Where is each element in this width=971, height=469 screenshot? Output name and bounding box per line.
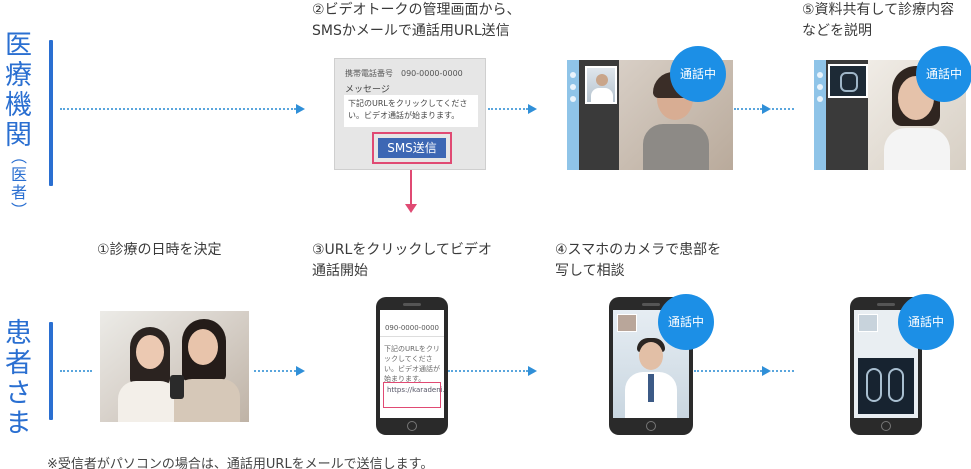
doctor-face <box>639 342 663 370</box>
smartphone-url-message: 090-0000-0000 下記のURLをクリックしてください。ビデオ通話が始ま… <box>376 297 448 435</box>
medical-side-bar <box>49 40 53 186</box>
top-arrow-2 <box>528 104 537 114</box>
step-5-line-1: ⑤資料共有して診療内容 <box>802 2 955 18</box>
in-call-badge-1: 通話中 <box>670 46 726 102</box>
top-arrow-3 <box>762 104 771 114</box>
top-connector-1 <box>60 108 296 110</box>
sms-button-highlight: SMS送信 <box>372 132 452 164</box>
in-call-badge-3: 通話中 <box>658 294 714 350</box>
top-connector-2 <box>488 108 528 110</box>
xray-ribs <box>840 72 858 92</box>
phone-3-speaker <box>877 303 895 306</box>
step-3-line-1: ③URLをクリックしてビデオ <box>312 242 492 258</box>
step-4-line-1: ④スマホのカメラで患部を <box>555 242 722 258</box>
top-arrow-1 <box>296 104 305 114</box>
tablet-1-dot <box>570 96 576 102</box>
phone-number-text: 090-0000-0000 <box>384 324 440 332</box>
xray-image <box>858 358 914 414</box>
url-highlight: https://karadeni.jp/videotalk/ <box>383 382 444 408</box>
step-2-caption: ②ビデオトークの管理画面から、 SMSかメールで通話用URL送信 <box>312 0 521 42</box>
phone-1-home-button <box>407 421 417 431</box>
medical-institution-label: 医療機関 <box>0 30 31 150</box>
top-connector-3 <box>734 108 762 110</box>
step-5-caption: ⑤資料共有して診療内容 などを説明 <box>802 0 954 42</box>
top-connector-4 <box>772 108 794 110</box>
bottom-connector-2 <box>254 370 296 372</box>
step-4-line-2: 写して相談 <box>555 263 625 279</box>
tablet-2-dot <box>817 84 823 90</box>
bottom-connector-5 <box>772 370 794 372</box>
doctor-head <box>596 74 608 86</box>
phone-2-home-button <box>646 421 656 431</box>
phone-2-speaker <box>642 303 660 306</box>
doctor-thumbnail <box>858 314 878 332</box>
xray-thumbnail <box>828 64 868 98</box>
tablet-1-dot <box>570 72 576 78</box>
sms-message-label: メッセージ <box>345 85 390 95</box>
patients-photo <box>100 311 249 422</box>
patient-body <box>643 124 709 170</box>
doctor-tie <box>648 374 654 402</box>
video-call-url-link[interactable]: https://karadeni.jp/videotalk/ <box>387 386 444 394</box>
patient-side-bar <box>49 322 53 420</box>
phone-1-speaker <box>403 303 421 306</box>
xray-lung-right <box>888 368 904 402</box>
tablet-2-sidebar <box>814 60 826 170</box>
person-1-face <box>136 335 164 369</box>
bottom-connector-1 <box>60 370 92 372</box>
step-5-line-2: などを説明 <box>802 23 872 39</box>
sms-message-body: 下記のURLをクリックしてください。ビデオ通話が始まります。 <box>344 95 478 127</box>
tablet-2-dot <box>817 72 823 78</box>
sms-send-button[interactable]: SMS送信 <box>378 138 446 158</box>
bottom-connector-3 <box>448 370 528 372</box>
down-arrow-line <box>410 170 412 206</box>
phone-message-text: 下記のURLをクリックしてください。ビデオ通話が始まります。 <box>384 345 440 383</box>
bottom-arrow-1 <box>296 366 305 376</box>
doctor-body <box>884 128 950 170</box>
doctor-thumbnail <box>585 66 617 104</box>
step-4-caption: ④スマホのカメラで患部を 写して相談 <box>555 240 721 282</box>
step-2-line-2: SMSかメールで通話用URL送信 <box>312 23 510 39</box>
step-3-line-2: 通話開始 <box>312 263 368 279</box>
tablet-1-dot <box>570 84 576 90</box>
tablet-2-dot <box>817 96 823 102</box>
in-call-badge-4: 通話中 <box>898 294 954 350</box>
person-2-face <box>188 329 218 365</box>
down-arrow-head <box>405 204 417 213</box>
step-2-line-1: ②ビデオトークの管理画面から、 <box>312 2 521 18</box>
person-2-body <box>174 379 240 422</box>
self-view-thumbnail <box>617 314 637 332</box>
footnote: ※受信者がパソコンの場合は、通話用URLをメールで送信します。 <box>47 457 434 469</box>
doctor-sublabel: （医者） <box>8 148 27 220</box>
person-1-body <box>118 381 178 422</box>
xray-lung-left <box>866 368 882 402</box>
phone-1-screen: 090-0000-0000 下記のURLをクリックしてください。ビデオ通話が始ま… <box>380 310 444 418</box>
bottom-connector-4 <box>694 370 762 372</box>
bottom-arrow-3 <box>762 366 771 376</box>
bottom-arrow-2 <box>528 366 537 376</box>
in-call-badge-2: 通話中 <box>916 46 971 102</box>
smartphone-in-hand <box>170 375 184 399</box>
phone-3-home-button <box>881 421 891 431</box>
step-3-caption: ③URLをクリックしてビデオ 通話開始 <box>312 240 492 282</box>
tablet-1-sidebar <box>567 60 579 170</box>
sms-phone-number: 携帯電話番号 090-0000-0000 <box>345 69 463 78</box>
step-1-caption: ①診療の日時を決定 <box>97 242 222 258</box>
patient-label: 患者さま <box>0 318 31 438</box>
sms-send-panel: 携帯電話番号 090-0000-0000 メッセージ 下記のURLをクリックして… <box>334 58 486 170</box>
phone-divider <box>380 336 444 337</box>
doctor-coat <box>591 88 613 102</box>
